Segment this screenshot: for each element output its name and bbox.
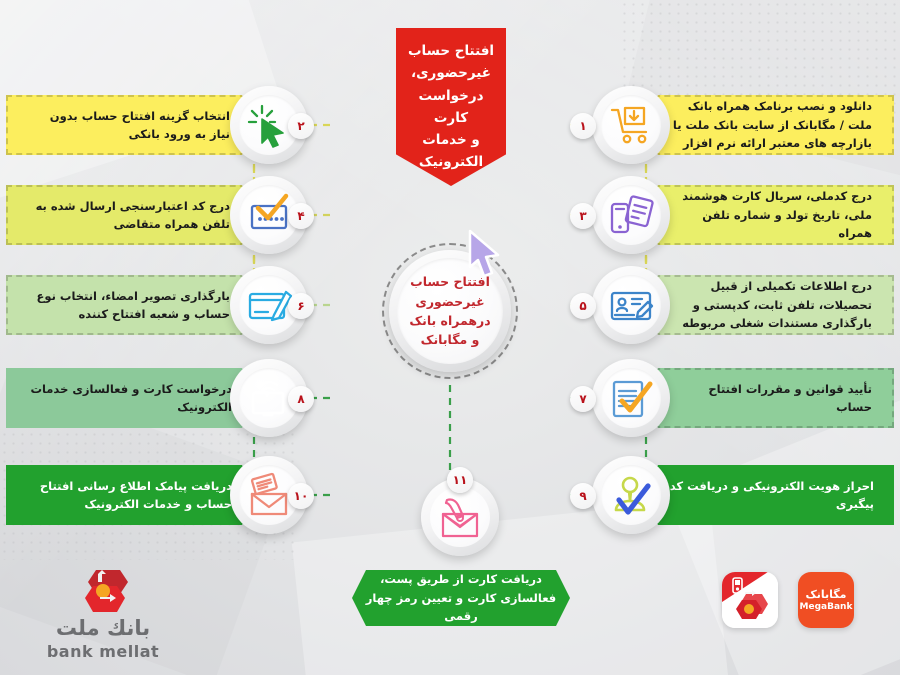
step-banner-۳: درج کدملی، سریال کارت هوشمند ملی، تاریخ … xyxy=(644,185,894,245)
step-number-badge-۸: ۸ xyxy=(288,386,314,412)
megabank-logo-fa: مگابانک xyxy=(805,587,847,601)
step-banner-۱: دانلود و نصب برنامک همراه بانک ملت / مگا… xyxy=(644,95,894,155)
identity-verified-icon xyxy=(614,476,651,515)
banner-line: افتتاح حساب xyxy=(407,43,495,59)
hub-dashed-ring xyxy=(382,243,518,379)
step-banner-۶: بارگذاری تصویر امضاء، انتخاب نوع حساب و … xyxy=(6,275,256,335)
megabank-logo[interactable]: مگابانک MegaBank xyxy=(798,572,854,628)
step-number-badge-۶: ۶ xyxy=(288,293,314,319)
step-banner-۱۰: دریافت پیامک اطلاع رسانی افتتاح حساب و خ… xyxy=(6,465,256,525)
step-number-badge-۳: ۳ xyxy=(570,203,596,229)
step-number-badge-۵: ۵ xyxy=(570,293,596,319)
step-disc-۵ xyxy=(592,266,670,344)
step-row-۲[interactable]: انتخاب گزینه افتتاح حساب بدون نیاز به ور… xyxy=(0,86,344,164)
step-number-badge: ۱۱ xyxy=(447,467,473,493)
click-cursor-icon xyxy=(247,104,284,148)
step-row-۸[interactable]: درخواست کارت و فعالسازی خدمات الکترونیک ۸ xyxy=(0,359,344,437)
step-node-11[interactable]: ۱۱ xyxy=(421,467,499,556)
mellat-mobile-app-icon[interactable] xyxy=(722,572,778,628)
signature-upload-icon xyxy=(248,290,292,322)
otp-code-icon xyxy=(250,193,289,230)
step-disc-۹ xyxy=(592,456,670,534)
monitor-wifi-icon xyxy=(251,381,285,417)
hub-line: و مگابانک xyxy=(420,332,480,348)
step-row-۳[interactable]: درج کدملی، سریال کارت هوشمند ملی، تاریخ … xyxy=(556,176,900,254)
step-banner-۹: احراز هویت الکترونیکی و دریافت کد پیگیری xyxy=(644,465,894,525)
step-number-badge-۱۰: ۱۰ xyxy=(288,483,314,509)
step-banner-۸: درخواست کارت و فعالسازی خدمات الکترونیک xyxy=(6,368,256,428)
cursor-arrow-icon xyxy=(468,229,500,278)
step-disc-۳ xyxy=(592,176,670,254)
mellat-logo-en: bank mellat xyxy=(46,642,160,661)
step-row-۱۰[interactable]: دریافت پیامک اطلاع رسانی افتتاح حساب و خ… xyxy=(0,456,344,534)
step-row-۹[interactable]: احراز هویت الکترونیکی و دریافت کد پیگیری… xyxy=(556,456,900,534)
step-number-badge-۹: ۹ xyxy=(570,483,596,509)
sms-envelope-icon xyxy=(250,472,288,516)
banner-line: درخواست کارت xyxy=(418,87,484,126)
bank-mellat-logo: بانك ملت bank mellat xyxy=(28,568,178,661)
banner-line: الکترونیک xyxy=(418,154,484,171)
step-banner-۷: تأیید قوانین و مقررات افتتاح حساب xyxy=(644,368,894,428)
step-number-badge-۷: ۷ xyxy=(570,386,596,412)
step-banner-11: دریافت کارت از طریق پست، فعالسازی کارت و… xyxy=(352,570,570,626)
hub-line: افتتاح حساب xyxy=(410,274,490,290)
step-banner-۵: درج اطلاعات تکمیلی از قبیل تحصیلات، تلفن… xyxy=(644,275,894,335)
hub-line: درهمراه بانک xyxy=(409,313,491,328)
terms-checklist-icon xyxy=(612,380,653,418)
step-row-۴[interactable]: درج کد اعتبارسنجی ارسال شده به تلفن همرا… xyxy=(0,176,344,254)
step-disc-۱ xyxy=(592,86,670,164)
id-document-icon xyxy=(610,291,654,321)
hub-line: غیرحضوری xyxy=(415,293,485,309)
banner-line: غیرحضوری، xyxy=(411,65,491,82)
megabank-logo-en: MegaBank xyxy=(799,602,853,613)
step-row-۷[interactable]: تأیید قوانین و مقررات افتتاح حساب ۷ xyxy=(556,359,900,437)
step-banner-۲: انتخاب گزینه افتتاح حساب بدون نیاز به ور… xyxy=(6,95,256,155)
step-row-۵[interactable]: درج اطلاعات تکمیلی از قبیل تحصیلات، تلفن… xyxy=(556,266,900,344)
step-row-۶[interactable]: بارگذاری تصویر امضاء، انتخاب نوع حساب و … xyxy=(0,266,344,344)
mellat-hexagon-mark xyxy=(85,570,128,612)
step-banner-۴: درج کد اعتبارسنجی ارسال شده به تلفن همرا… xyxy=(6,185,256,245)
hub-title: افتتاح حساب غیرحضوری درهمراه بانک و مگاب… xyxy=(409,272,490,350)
mellat-logo-fa: بانك ملت xyxy=(55,616,151,640)
step-number-badge-۲: ۲ xyxy=(288,113,314,139)
mail-delivery-icon xyxy=(441,498,479,538)
smart-card-phone-icon xyxy=(610,195,654,234)
step-disc-۷ xyxy=(592,359,670,437)
center-hub: افتتاح حساب غیرحضوری درهمراه بانک و مگاب… xyxy=(382,229,518,379)
banner-line: و خدمات xyxy=(422,132,480,149)
app-icon-art xyxy=(722,572,778,628)
download-cart-icon xyxy=(610,106,648,144)
main-title-banner: افتتاح حساب غیرحضوری، درخواست کارت و خدم… xyxy=(396,28,506,186)
step-number-badge-۴: ۴ xyxy=(288,203,314,229)
step-number-badge-۱: ۱ xyxy=(570,113,596,139)
step-row-۱[interactable]: دانلود و نصب برنامک همراه بانک ملت / مگا… xyxy=(556,86,900,164)
